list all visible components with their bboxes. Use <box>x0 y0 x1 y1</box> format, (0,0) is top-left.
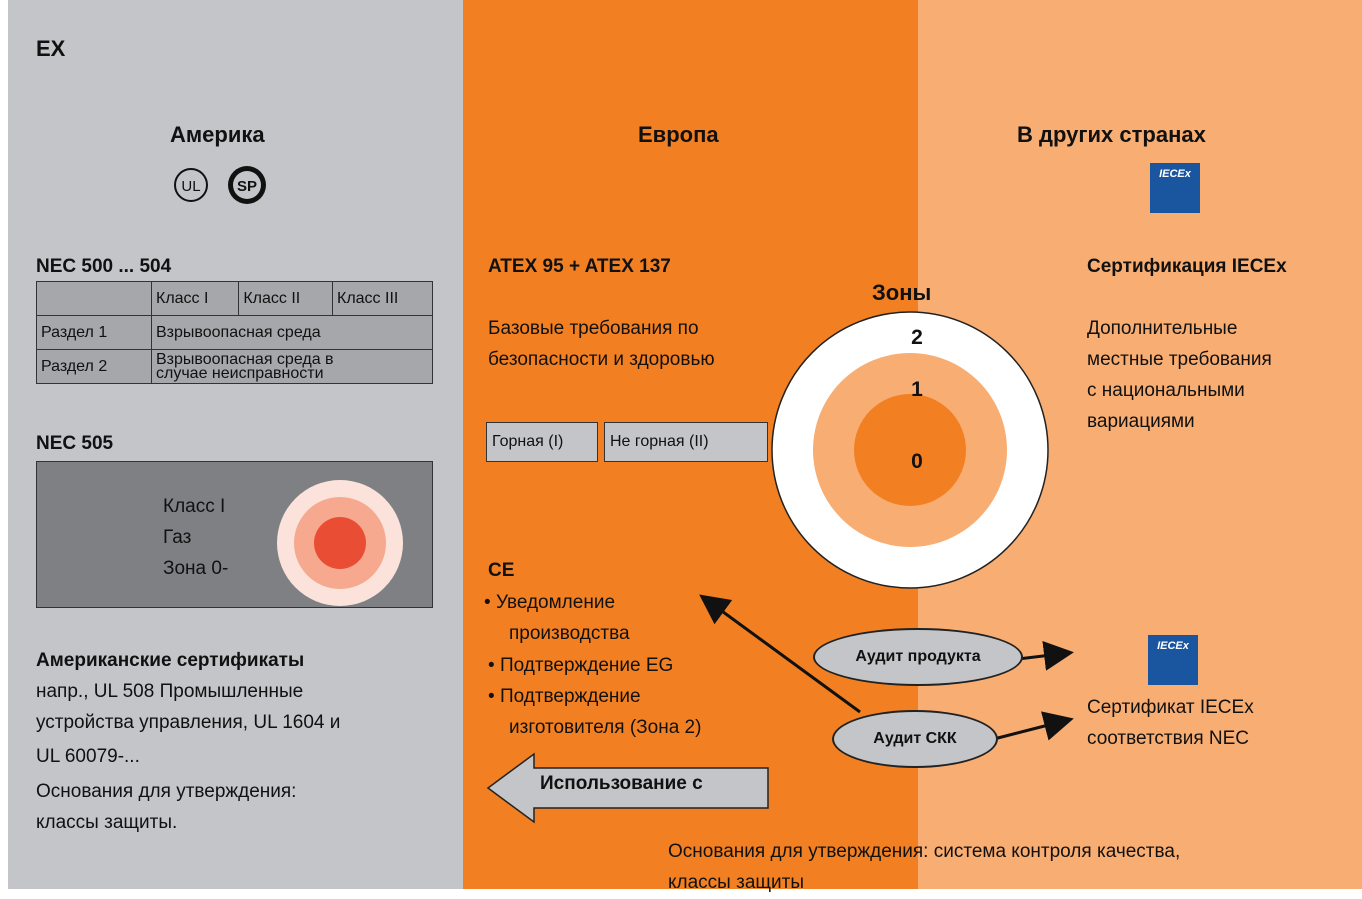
europe-heading: Европа <box>638 122 719 147</box>
table-row: Раздел 1 Взрывоопасная среда <box>36 315 433 350</box>
america-panel <box>8 0 463 889</box>
us-certs-line: UL 60079-... <box>36 746 140 767</box>
product-audit-oval: Аудит продукта <box>813 628 1023 686</box>
us-certs-line: устройства управления, UL 1604 и <box>36 712 341 733</box>
us-certs-basis: классы защиты. <box>36 812 178 833</box>
non-mining-box: Не горная (II) <box>604 422 768 462</box>
bullet-icon: • <box>484 592 496 613</box>
us-certs-line: напр., UL 508 Промышленные <box>36 681 304 702</box>
table-row-label: Раздел 2 <box>36 349 152 384</box>
table-header-cell: Класс I <box>150 281 240 316</box>
table-row-value-line: Взрывоопасная среда в <box>156 350 334 368</box>
nec505-zone: Зона 0- <box>163 558 229 579</box>
ce-item-text: Подтверждение <box>499 686 641 707</box>
ce-title: CE <box>488 560 515 581</box>
ce-item: • Подтверждение <box>488 682 641 711</box>
iecex-requirements: местные требования <box>1087 349 1272 370</box>
approval-basis-text: Основания для утверждения: система контр… <box>668 841 1181 862</box>
nec505-title: NEC 505 <box>36 433 114 454</box>
table-row: Раздел 2 Взрывоопасная среда в случае не… <box>36 349 433 384</box>
iecex-certificate-logo-icon: IECEx <box>1148 635 1198 685</box>
table-header-cell: Класс III <box>332 281 433 316</box>
bullet-icon: • <box>488 655 500 676</box>
page-title: EX <box>36 36 66 61</box>
ce-item-continuation: изготовителя (Зона 2) <box>509 717 702 738</box>
zone-2-label: 2 <box>911 326 923 349</box>
iecex-certificate-logo-text: IECEx <box>1157 640 1189 652</box>
iecex-requirements: с национальными <box>1087 380 1245 401</box>
ce-item-continuation: производства <box>509 623 630 644</box>
iecex-requirements: вариациями <box>1087 411 1195 432</box>
iecex-logo-icon: IECEx <box>1150 163 1200 213</box>
mining-box: Горная (I) <box>486 422 598 462</box>
ce-item-text: Подтверждение EG <box>499 655 674 676</box>
atex-title: ATEX 95 + ATEX 137 <box>488 256 671 277</box>
iecex-logo-text: IECEx <box>1159 168 1191 180</box>
atex-requirements: Базовые требования по <box>488 318 699 339</box>
csa-logo-text: SP <box>237 178 257 195</box>
table-row-value-line: случае неисправности <box>156 364 324 382</box>
bullet-icon: • <box>488 686 500 707</box>
other-countries-heading: В других странах <box>1017 122 1206 147</box>
approval-basis-text: классы защиты <box>668 872 804 893</box>
nec505-class: Класс I <box>163 496 226 517</box>
ul-logo-text: UL <box>181 178 200 195</box>
table-row-value: Взрывоопасная среда <box>151 315 433 350</box>
zone-0-label: 0 <box>911 450 923 473</box>
nec500-table: Класс I Класс II Класс III Раздел 1 Взры… <box>36 281 433 384</box>
zones-title: Зоны <box>872 280 932 305</box>
america-heading: Америка <box>170 122 265 147</box>
atex-requirements: безопасности и здоровью <box>488 349 715 370</box>
ce-item: • Уведомление <box>484 588 615 617</box>
iecex-certificate-label: соответствия NEC <box>1087 728 1250 749</box>
csa-logo-icon: SP <box>225 163 269 207</box>
iecex-certification-title: Сертификация IECEx <box>1087 256 1287 277</box>
table-row-label: Раздел 1 <box>36 315 152 350</box>
ce-item-text: Уведомление <box>495 592 616 613</box>
zones-diagram <box>770 310 1050 590</box>
us-certs-basis: Основания для утверждения: <box>36 781 297 802</box>
ul-logo-icon: UL <box>172 166 210 204</box>
nec505-gas: Газ <box>163 527 192 548</box>
nec505-zone-target <box>275 478 405 608</box>
usage-arrow <box>486 752 770 824</box>
us-certs-title: Американские сертификаты <box>36 650 305 671</box>
table-row-value: Взрывоопасная среда в случае неисправнос… <box>151 349 433 384</box>
usage-arrow-label: Использование с <box>540 773 703 794</box>
qms-audit-oval: Аудит СКК <box>832 710 998 768</box>
ce-item: • Подтверждение EG <box>488 651 673 680</box>
iecex-requirements: Дополнительные <box>1087 318 1238 339</box>
table-header-row: Класс I Класс II Класс III <box>36 281 433 316</box>
table-header-cell <box>36 281 152 316</box>
nec500-title: NEC 500 ... 504 <box>36 256 172 277</box>
iecex-certificate-label: Сертификат IECEx <box>1087 697 1254 718</box>
zone-1-label: 1 <box>911 378 923 401</box>
table-header-cell: Класс II <box>238 281 333 316</box>
